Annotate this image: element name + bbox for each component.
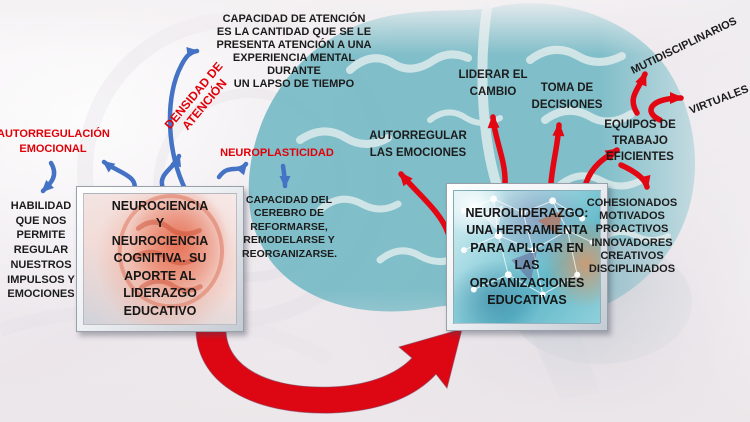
neuroplasticity-label: NEUROPLASTICIDAD (220, 147, 334, 159)
neuroscience-box-body: NEUROCIENCIA Y NEUROCIENCIA COGNITIVA. S… (83, 193, 237, 325)
arrow-equipos-to-cohesionados (618, 162, 651, 190)
neuroleadership-box-body: NEUROLIDERAZGO: UNA HERRAMIENTA PARA APL… (453, 190, 601, 324)
arrow-box-to-densidad (159, 153, 182, 191)
lead-change-label: LIDERAR EL CAMBIO (458, 69, 528, 98)
neuroscience-box-text: NEUROCIENCIA Y NEUROCIENCIA COGNITIVA. S… (111, 198, 209, 318)
arrow-box-to-liderar (487, 114, 508, 186)
arrow-box-to-capacidad-atencion (167, 46, 200, 194)
arrow-box-to-toma-decisiones (548, 122, 565, 186)
decision-making-label: TOMA DE DECISIONES (531, 82, 603, 111)
arrow-box-to-neuroplasticidad (216, 161, 249, 180)
arrow-equipos-to-virtuales (648, 92, 684, 123)
network-tech-image (461, 195, 595, 298)
efficient-teams-label: EQUIPOS DE TRABAJO EFICIENTES (604, 119, 676, 163)
emotional-self-regulation-label: AUTORREGULACIÓN EMOCIONAL (0, 128, 110, 155)
arrow-box-to-equipos (583, 147, 620, 186)
self-regulate-emotions-label: AUTORREGULAR LAS EMOCIONES (369, 130, 467, 159)
arrow-swoosh-left-box-to-right-box (195, 328, 463, 414)
arrow-neuroplasticidad-to-definition (279, 163, 291, 189)
self-regulation-definition: HABILIDAD QUE NOS PERMITE REGULAR NUESTR… (7, 200, 75, 301)
attention-capacity-definition: CAPACIDAD DE ATENCIÓN ES LA CANTIDAD QUE… (216, 13, 372, 90)
neuroleadership-box: NEUROLIDERAZGO: UNA HERRAMIENTA PARA APL… (446, 183, 608, 331)
team-qualities-list: COHESIONADOS MOTIVADOS PROACTIVOS INNOVA… (586, 197, 678, 276)
arrow-equipos-to-mutidisciplinarios (630, 71, 648, 116)
arrow-autorregulacion-to-habilidad (40, 160, 57, 194)
red-brain-image (117, 194, 225, 309)
neuroleadership-box-text: NEUROLIDERAZGO: UNA HERRAMIENTA PARA APL… (465, 205, 589, 308)
neuroscience-box: NEUROCIENCIA Y NEUROCIENCIA COGNITIVA. S… (76, 186, 244, 332)
arrow-box-to-autorregular-emociones (398, 171, 451, 236)
neuroplasticity-definition: CAPACIDAD DEL CEREBRO DE REFORMARSE, REM… (242, 194, 338, 260)
